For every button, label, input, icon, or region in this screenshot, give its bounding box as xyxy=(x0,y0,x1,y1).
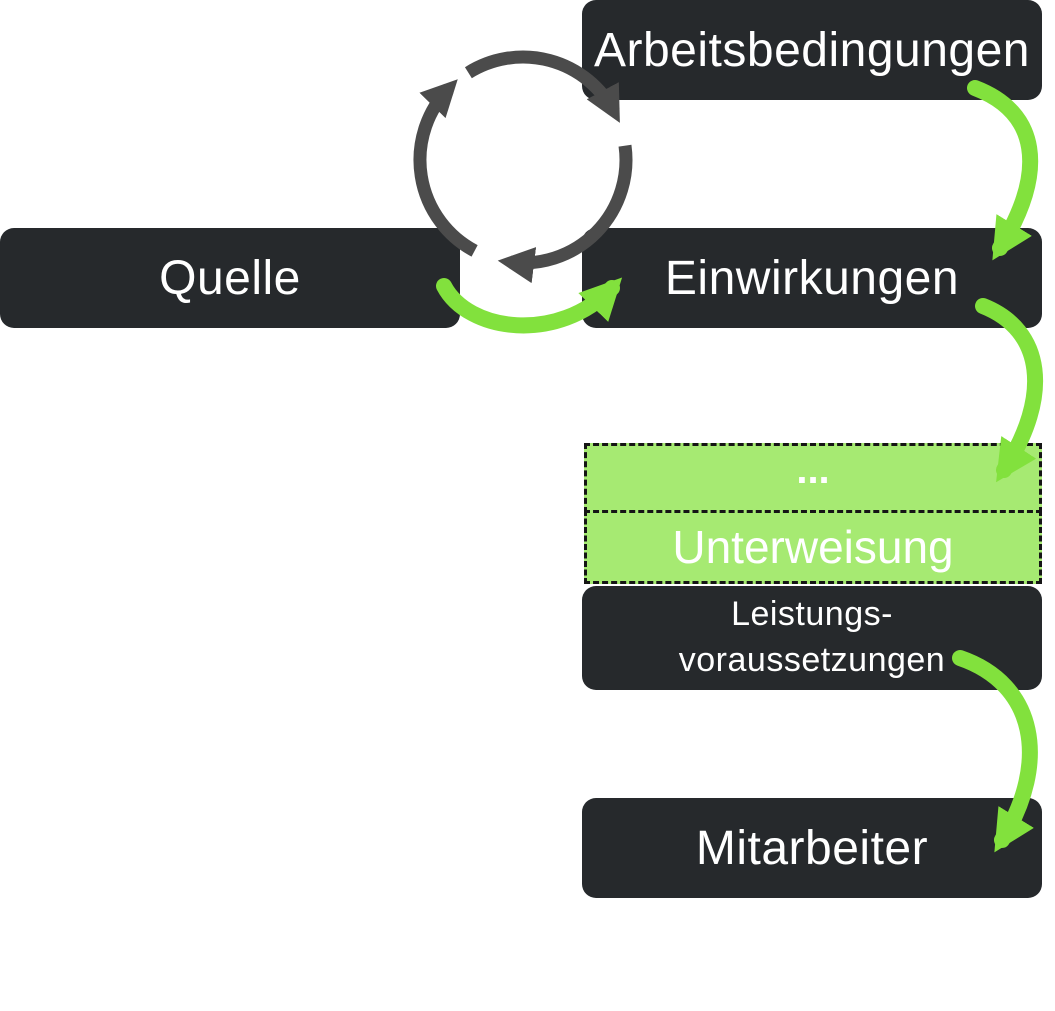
box-leistungsvoraussetzungen-label-line2: voraussetzungen xyxy=(678,641,946,679)
arrow-arbeitsbedingungen-to-einwirkungen xyxy=(967,80,1039,261)
box-einwirkungen: Einwirkungen xyxy=(582,228,1042,328)
box-arbeitsbedingungen-label: Arbeitsbedingungen xyxy=(593,23,1030,77)
box-leistungsvoraussetzungen: Leistungs- voraussetzungen xyxy=(582,586,1042,690)
box-unterweisung: Unterweisung xyxy=(584,510,1042,584)
box-ellipsis: ... xyxy=(584,443,1042,513)
box-mitarbeiter: Mitarbeiter xyxy=(582,798,1042,898)
box-leistungsvoraussetzungen-label-line1: Leistungs- xyxy=(731,595,893,634)
box-mitarbeiter-label: Mitarbeiter xyxy=(695,821,929,875)
box-ellipsis-label: ... xyxy=(796,447,830,492)
box-unterweisung-label: Unterweisung xyxy=(672,521,954,573)
box-quelle: Quelle xyxy=(0,228,460,328)
box-arbeitsbedingungen: Arbeitsbedingungen xyxy=(582,0,1042,100)
box-einwirkungen-label: Einwirkungen xyxy=(664,251,960,305)
cycle-arrow-left-arc xyxy=(413,79,478,257)
box-quelle-label: Quelle xyxy=(159,251,301,305)
